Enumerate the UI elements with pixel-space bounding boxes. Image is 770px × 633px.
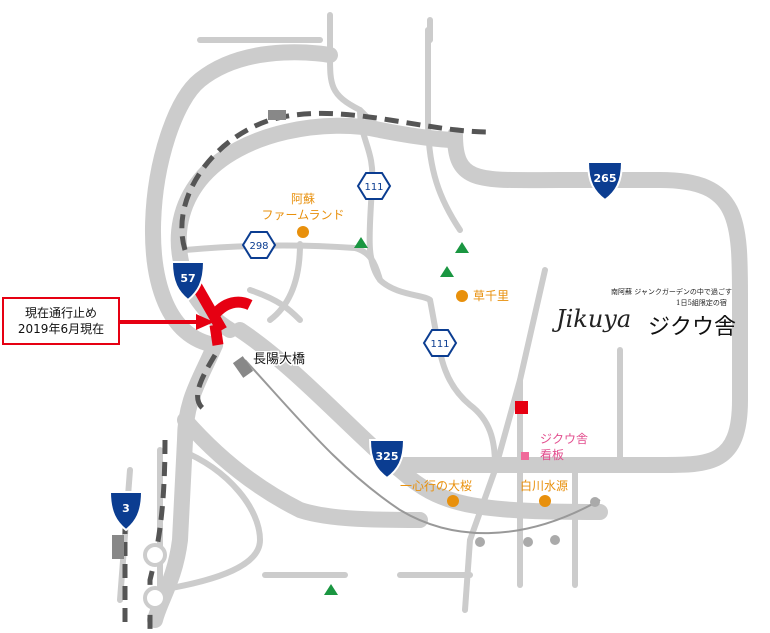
mountain-icon xyxy=(354,237,368,248)
poi-isshingyo: 一心行の大桜 xyxy=(400,479,472,507)
closure-notice-line1: 現在通行止め xyxy=(24,306,97,320)
route-57-shield: 57 xyxy=(170,261,206,302)
logo-name-en: Jikuya xyxy=(556,305,632,333)
route-298-hex: 298 xyxy=(241,231,277,259)
route-325-shield: 325 xyxy=(368,439,406,480)
poi-kusasenri: 草千里 xyxy=(456,289,509,303)
closure-arrow-head xyxy=(196,314,214,330)
mountain-icon xyxy=(324,584,338,595)
jikuya-logo: 南阿蘇 ジャンクガーデンの中で過ごす 1日5組限定の宿 Jikuya ジクウ舎 xyxy=(556,287,746,347)
poi-jikuya-sign: ジクウ舎 看板 xyxy=(521,432,588,462)
svg-text:一心行の大桜: 一心行の大桜 xyxy=(400,479,472,493)
logo-name-jp: ジクウ舎 xyxy=(648,315,737,340)
route-3-shield: 3 xyxy=(108,491,144,532)
mountain-icon xyxy=(455,242,469,253)
svg-text:草千里: 草千里 xyxy=(473,289,509,303)
closure-notice: 現在通行止め 2019年6月現在 xyxy=(2,297,120,345)
minor-roads xyxy=(117,12,623,623)
svg-text:111: 111 xyxy=(430,339,449,350)
svg-text:看板: 看板 xyxy=(540,448,564,462)
closure-marker xyxy=(120,280,253,346)
svg-text:阿蘇: 阿蘇 xyxy=(291,192,315,206)
destination-jikuya-marker xyxy=(515,401,528,414)
route-111-south-hex: 111 xyxy=(422,329,458,357)
logo-tagline-2: 1日5組限定の宿 xyxy=(676,299,727,307)
closure-notice-line2: 2019年6月現在 xyxy=(17,322,105,336)
mountain-icon xyxy=(440,266,454,277)
svg-text:ファームランド: ファームランド xyxy=(261,208,344,222)
svg-text:白川水源: 白川水源 xyxy=(520,478,568,493)
svg-text:325: 325 xyxy=(376,450,399,463)
poi-shirakawa: 白川水源 xyxy=(520,478,568,507)
railway-lines xyxy=(112,110,601,630)
route-265-shield: 265 xyxy=(586,161,624,202)
poi-aso-farmland: 阿蘇 ファームランド xyxy=(261,192,345,238)
svg-text:57: 57 xyxy=(180,272,195,285)
mountain-icons xyxy=(324,237,469,595)
route-111-north-hex: 111 xyxy=(356,172,392,200)
svg-text:111: 111 xyxy=(364,182,383,193)
svg-text:298: 298 xyxy=(249,241,268,252)
svg-text:ジクウ舎: ジクウ舎 xyxy=(540,432,588,446)
svg-text:3: 3 xyxy=(122,502,130,515)
logo-tagline: 南阿蘇 ジャンクガーデンの中で過ごす xyxy=(611,288,732,296)
svg-text:265: 265 xyxy=(594,172,617,185)
bridge-label: 長陽大橋 xyxy=(253,352,305,367)
